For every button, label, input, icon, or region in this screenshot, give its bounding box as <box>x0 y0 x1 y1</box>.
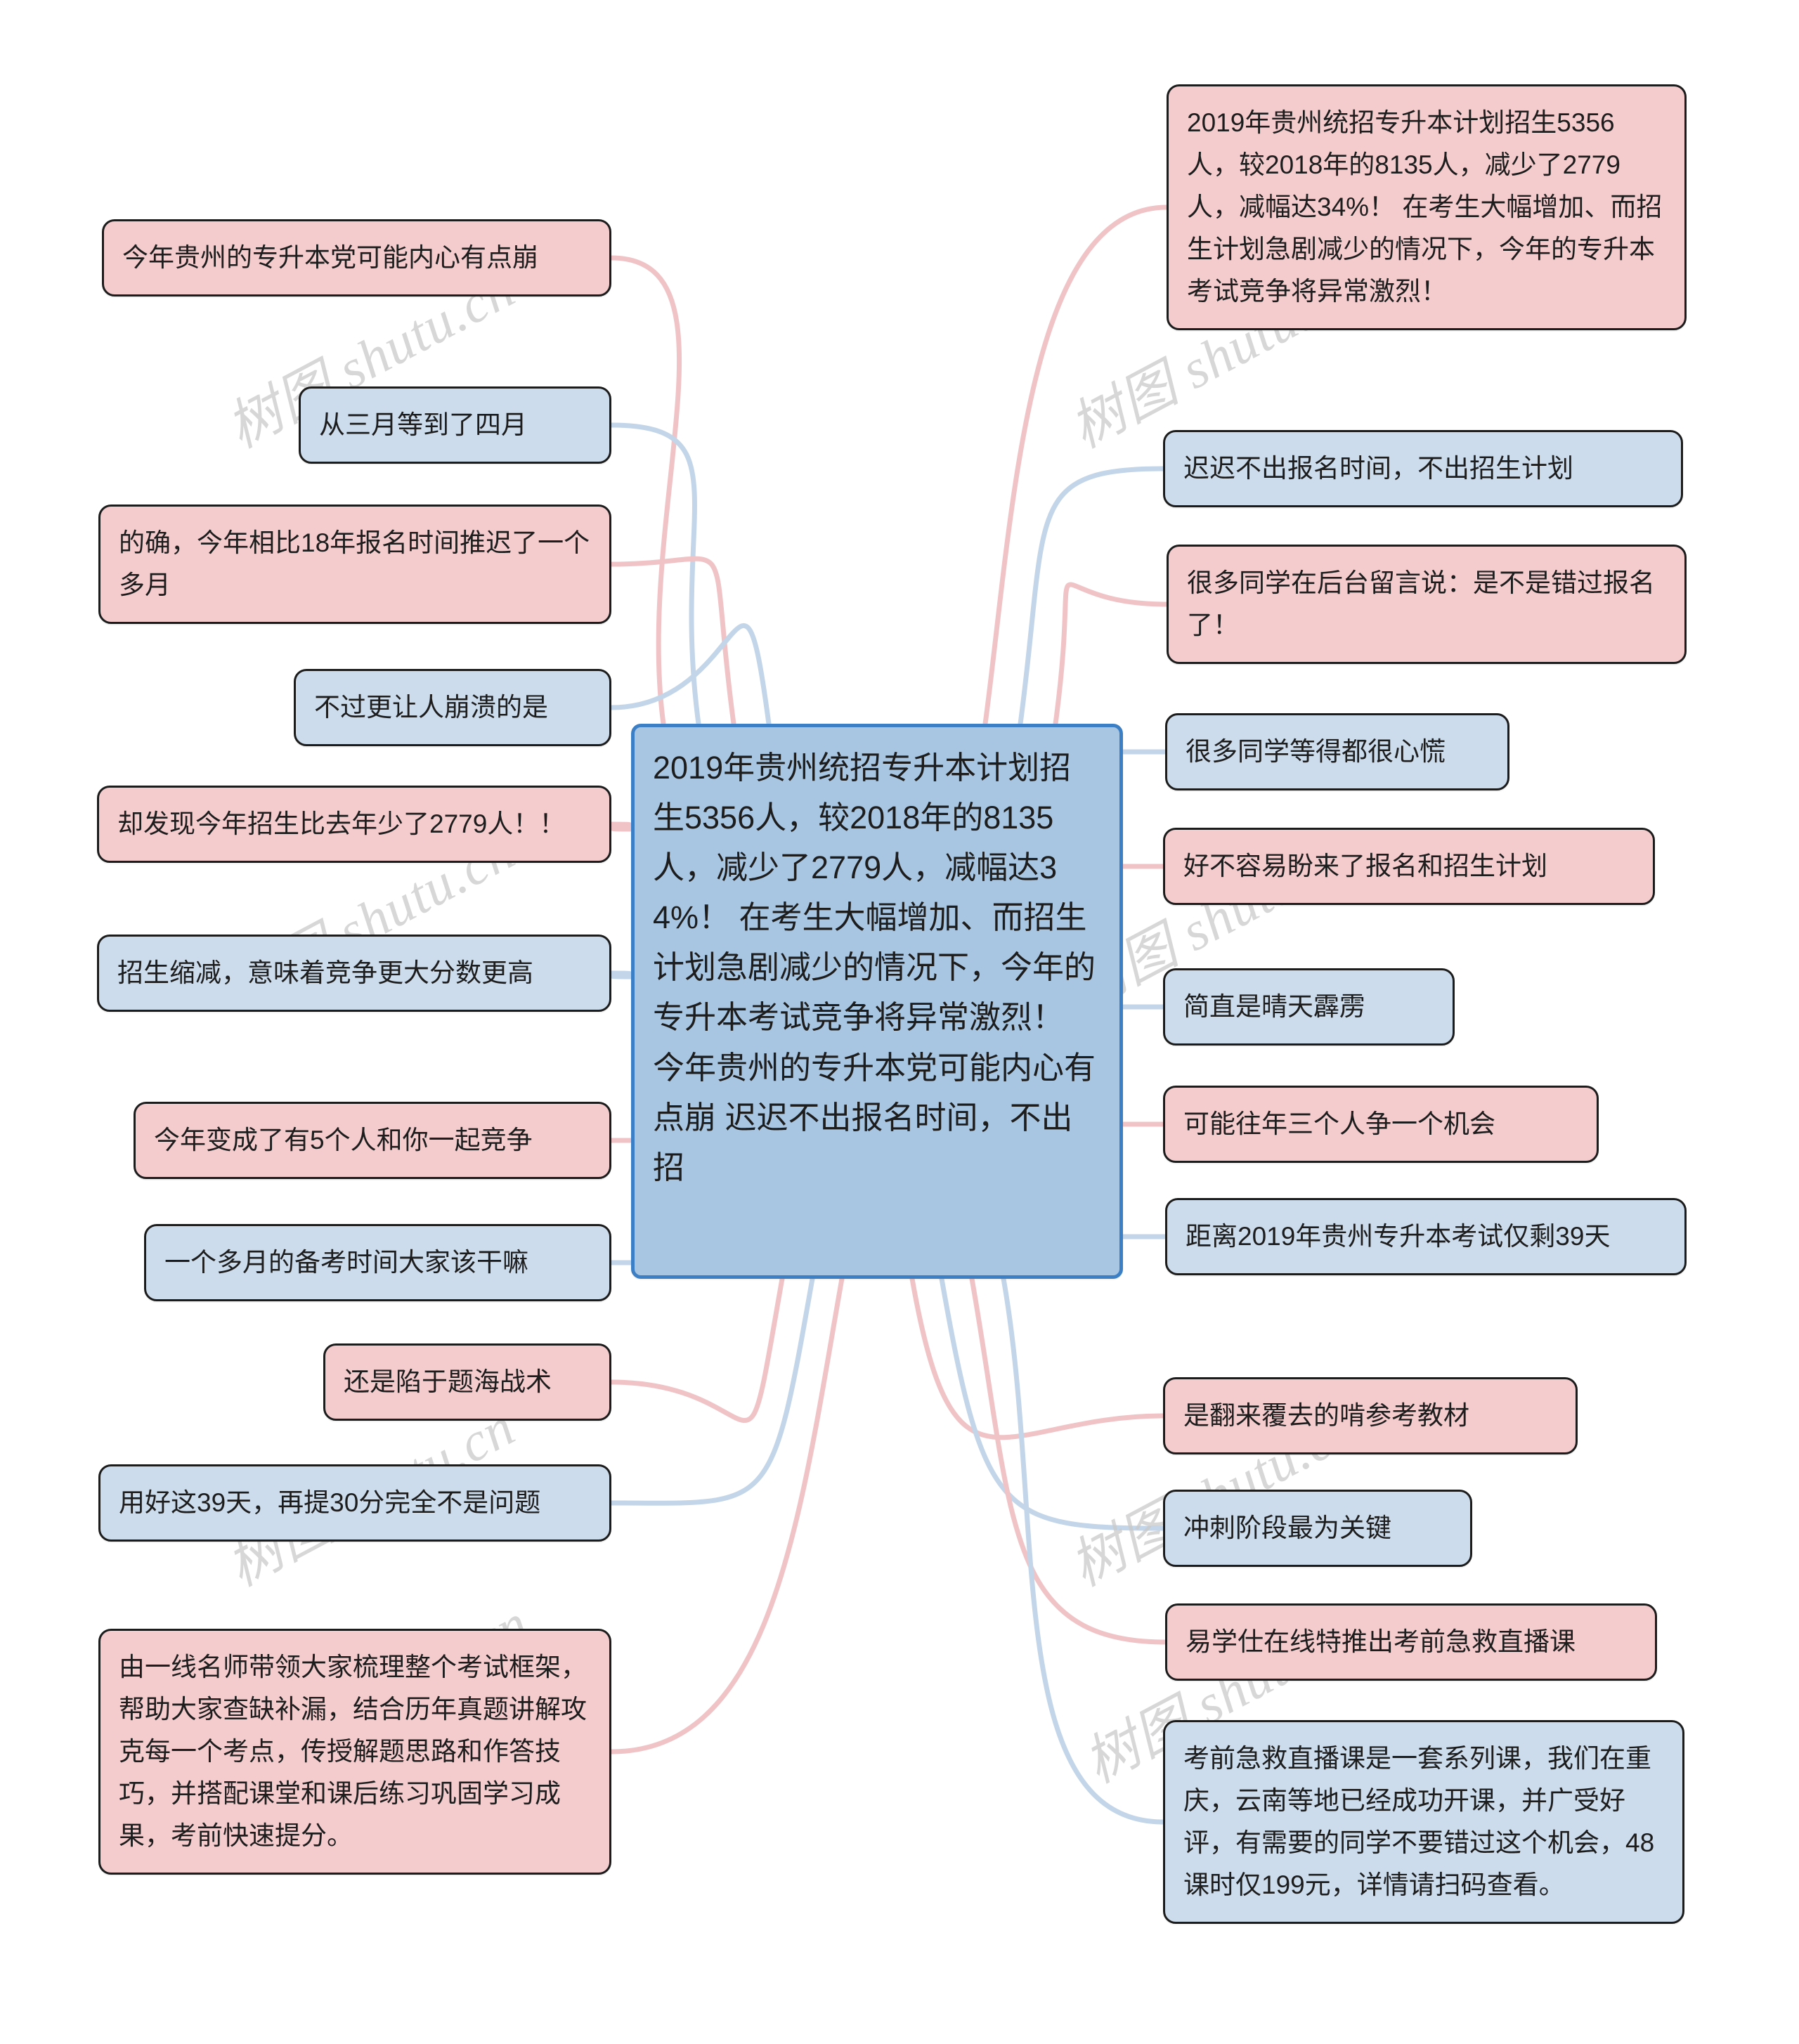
left-node-5[interactable]: 却发现今年招生比去年少了2779人！！ <box>97 786 611 863</box>
connector <box>609 821 634 832</box>
right-node-3[interactable]: 很多同学在后台留言说：是不是错过报名了！ <box>1167 545 1687 664</box>
left-node-3[interactable]: 的确，今年相比18年报名时间推迟了一个多月 <box>98 505 611 624</box>
connector <box>609 556 736 727</box>
right-node-7[interactable]: 可能往年三个人争一个机会 <box>1163 1086 1599 1163</box>
left-node-9[interactable]: 还是陷于题海战术 <box>323 1343 611 1421</box>
connector <box>609 255 682 727</box>
right-node-6[interactable]: 简直是晴天霹雳 <box>1163 968 1455 1046</box>
connector <box>909 1276 1166 1440</box>
connector <box>609 1276 785 1424</box>
right-node-1[interactable]: 2019年贵州统招专升本计划招生5356人，较2018年的8135人，减少了27… <box>1167 84 1687 330</box>
left-node-6[interactable]: 招生缩减，意味着竞争更大分数更高 <box>97 935 611 1012</box>
connector <box>982 204 1169 727</box>
right-node-2[interactable]: 迟迟不出报名时间，不出招生计划 <box>1163 430 1683 507</box>
right-node-5[interactable]: 好不容易盼来了报名和招生计划 <box>1163 828 1655 905</box>
connector <box>609 1276 845 1755</box>
connector <box>609 970 634 979</box>
left-node-8[interactable]: 一个多月的备考时间大家该干嘛 <box>144 1224 611 1301</box>
right-node-10[interactable]: 冲刺阶段最为关键 <box>1163 1490 1472 1567</box>
right-node-8[interactable]: 距离2019年贵州专升本考试仅剩39天 <box>1165 1198 1687 1275</box>
left-node-1[interactable]: 今年贵州的专升本党可能内心有点崩 <box>102 219 611 297</box>
connector <box>1018 466 1166 727</box>
connector <box>609 422 701 727</box>
left-node-11[interactable]: 由一线名师带领大家梳理整个考试框架，帮助大家查缺补漏，结合历年真题讲解攻克每一个… <box>98 1629 611 1875</box>
left-node-4[interactable]: 不过更让人崩溃的是 <box>294 669 611 746</box>
right-node-9[interactable]: 是翻来覆去的啃参考教材 <box>1163 1377 1578 1454</box>
right-node-12[interactable]: 考前急救直播课是一套系列课，我们在重庆，云南等地已经成功开课，并广受好评，有需要… <box>1163 1720 1684 1924</box>
connector <box>609 1276 815 1506</box>
right-node-4[interactable]: 很多同学等得都很心慌 <box>1165 713 1509 790</box>
left-node-2[interactable]: 从三月等到了四月 <box>299 386 611 464</box>
center-node[interactable]: 2019年贵州统招专升本计划招生5356人，较2018年的8135人，减少了27… <box>631 724 1123 1279</box>
right-node-11[interactable]: 易学仕在线特推出考前急救直播课 <box>1165 1603 1657 1681</box>
left-node-7[interactable]: 今年变成了有5个人和你一起竞争 <box>134 1102 611 1179</box>
connector <box>609 623 772 727</box>
connector <box>969 1276 1168 1645</box>
connector <box>1001 1276 1166 1825</box>
connector <box>1053 582 1169 727</box>
left-node-10[interactable]: 用好这39天，再提30分完全不是问题 <box>98 1464 611 1542</box>
